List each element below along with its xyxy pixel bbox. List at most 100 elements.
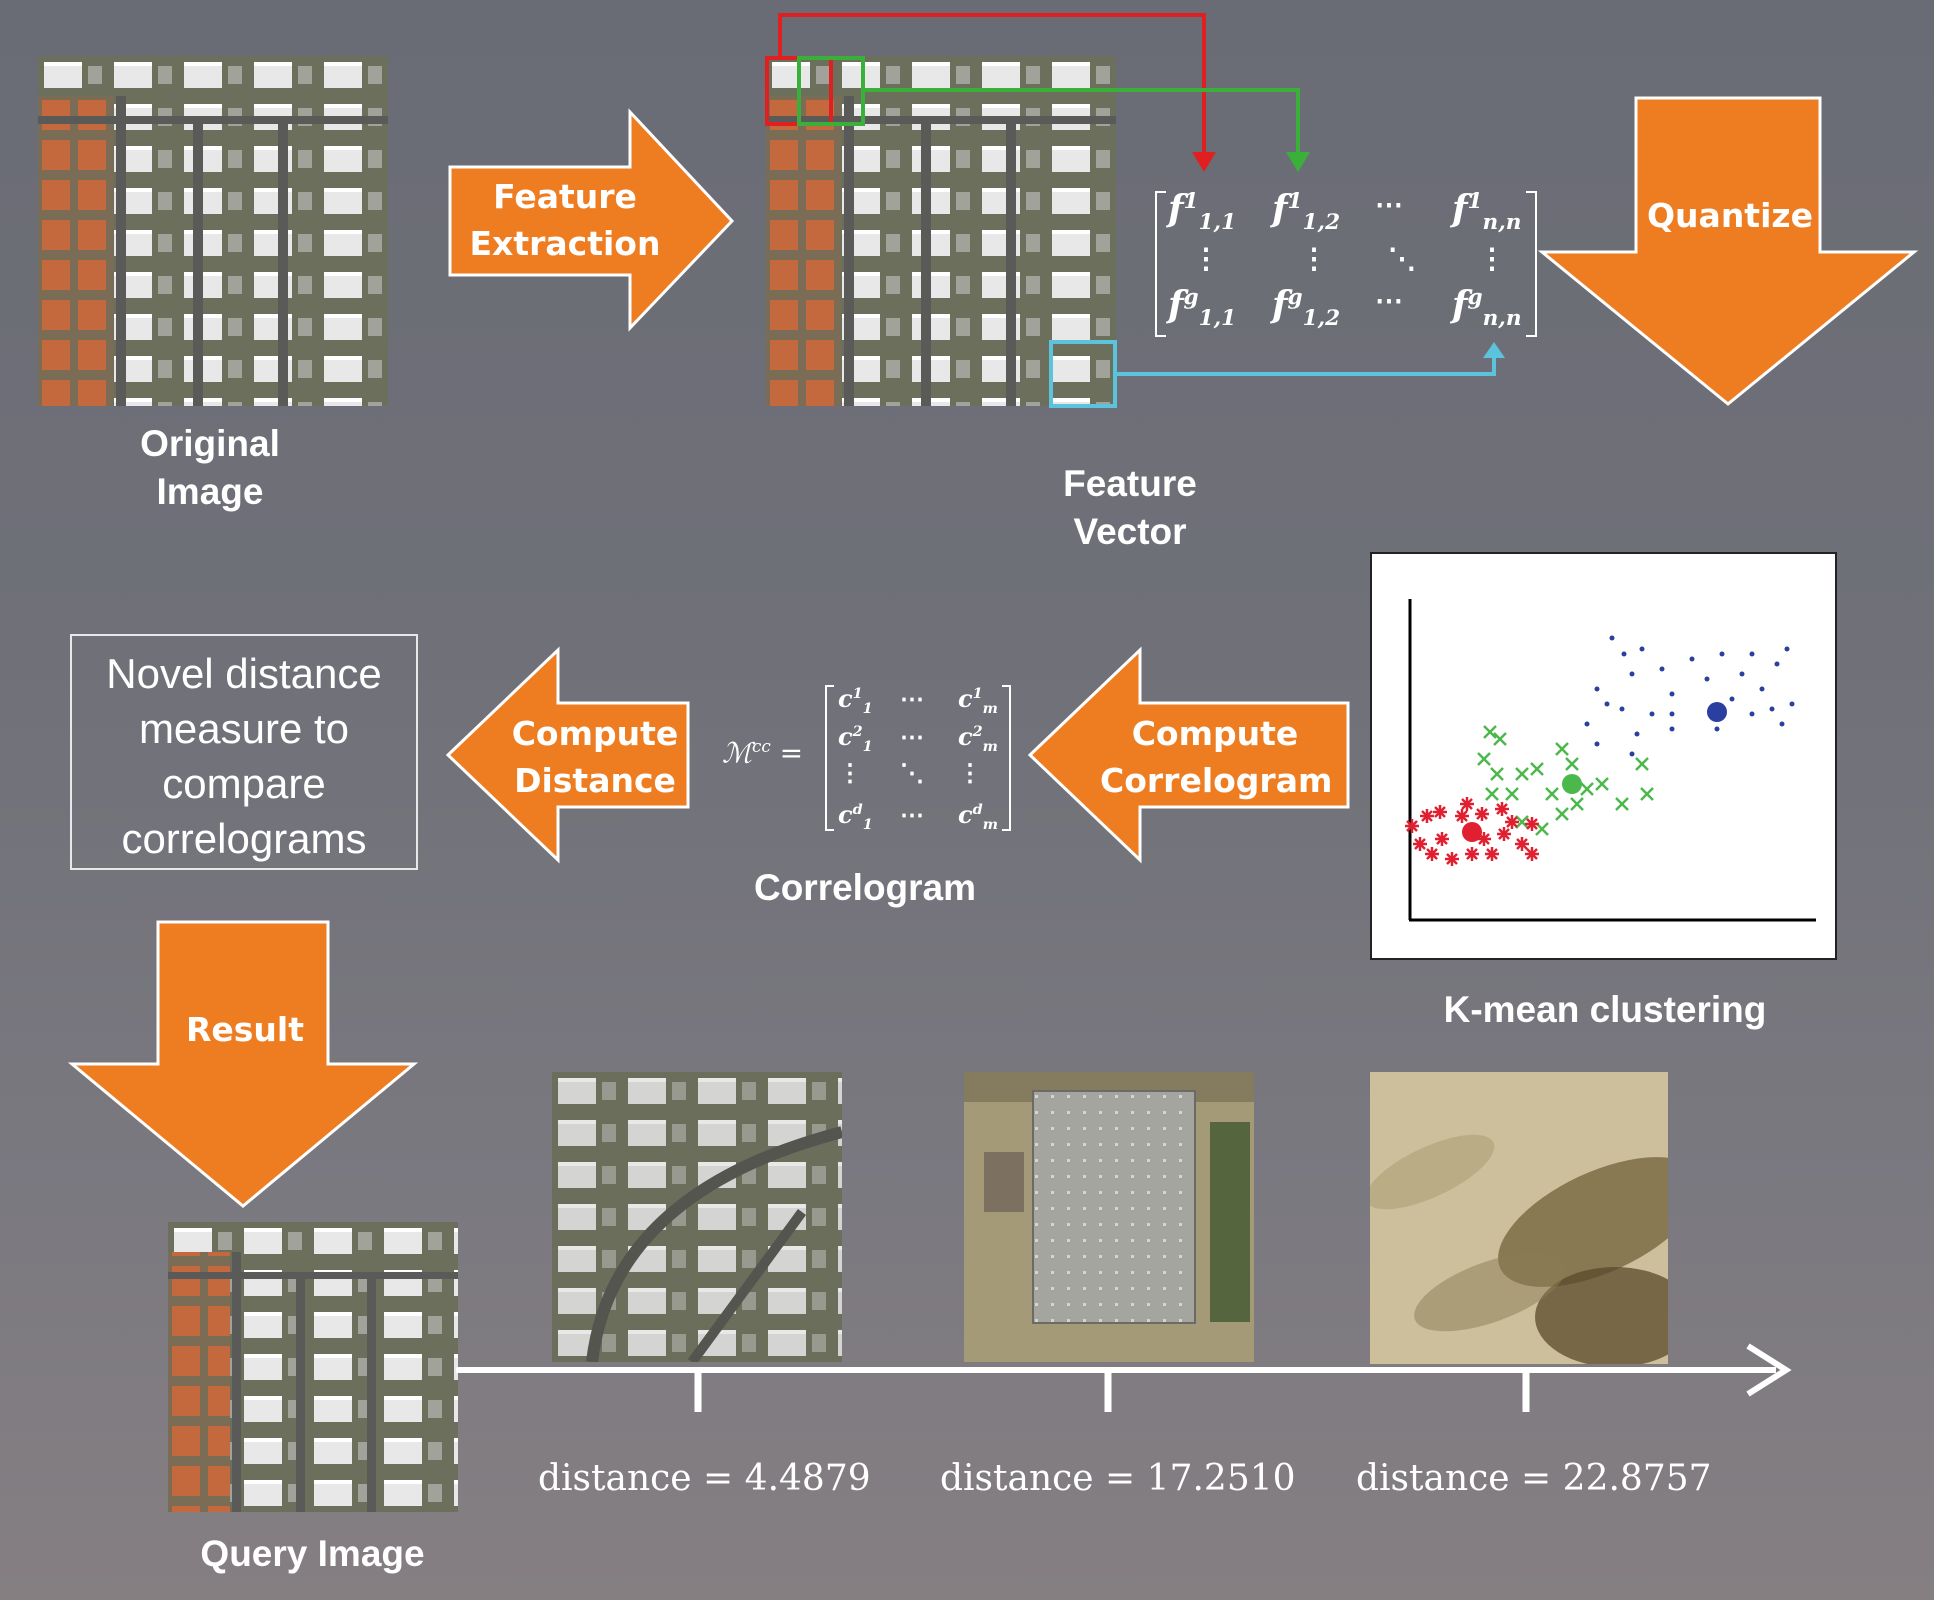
blue-point	[1784, 646, 1790, 652]
query-image-label: Query Image	[200, 1533, 425, 1574]
kmeans-scatter	[1405, 599, 1816, 922]
blue-point	[1714, 726, 1720, 732]
matrix-vdots-2: ⋮	[1300, 242, 1328, 275]
distance-label-3: distance = 22.8757	[1356, 1458, 1712, 1499]
query-image	[168, 1222, 458, 1512]
feature-vector-label: Feature Vector	[1063, 463, 1197, 552]
green-point	[1555, 742, 1569, 756]
correlogram-label: Correlogram	[753, 867, 977, 908]
feature-extraction-arrow	[448, 108, 735, 332]
aerial-warehouse-graphic	[964, 1072, 1254, 1362]
correlogram-cell: c1m	[958, 684, 998, 717]
matrix-cell-fgnn: fgn,n	[1452, 284, 1522, 332]
correlogram-lhs: ℳcc =	[722, 736, 804, 770]
correlogram-cell: c21	[838, 722, 873, 755]
blue-point	[1779, 721, 1785, 727]
result-image-2	[964, 1072, 1254, 1362]
matrix-cell-f11: f11,1	[1168, 188, 1237, 236]
green-point	[1615, 797, 1629, 811]
correlogram-cell: ⋯	[900, 684, 924, 713]
green-arrowhead	[1286, 152, 1310, 172]
red-point	[1413, 837, 1427, 851]
aerial-curved-residential-graphic	[552, 1072, 842, 1362]
red-point	[1515, 837, 1529, 851]
green-point	[1580, 782, 1594, 796]
blue-point	[1629, 751, 1635, 757]
blue-point	[1759, 686, 1765, 692]
original-image	[38, 56, 388, 406]
blue-point	[1594, 686, 1600, 692]
matrix-ddots: ⋱	[1388, 242, 1416, 275]
novel-distance-box: Novel distance measure to compare correl…	[70, 634, 418, 870]
result-label: Result	[185, 1010, 304, 1049]
blue-point	[1649, 711, 1655, 717]
compute-distance-arrow	[445, 646, 690, 864]
matrix-cell-f12: f11,2	[1272, 188, 1341, 236]
cyan-connector	[1115, 352, 1496, 376]
blue-point	[1774, 661, 1780, 667]
aerial-residential-graphic	[766, 56, 1116, 406]
blue-point	[1719, 651, 1725, 657]
red-point	[1455, 809, 1469, 823]
green-point	[1530, 762, 1544, 776]
green-point	[1570, 797, 1584, 811]
green-point	[1485, 787, 1499, 801]
matrix-cell-dots-1: ⋯	[1375, 188, 1403, 221]
distance-label-2: distance = 17.2510	[940, 1458, 1296, 1499]
correlogram-brackets	[825, 685, 1011, 831]
green-point	[1545, 787, 1559, 801]
red-point	[1505, 815, 1519, 829]
red-point	[1435, 832, 1449, 846]
red-point	[1497, 827, 1511, 841]
red-arrowhead	[1192, 152, 1216, 172]
compute-correlogram-label: Compute Correlogram	[1100, 714, 1333, 800]
quantize-arrow	[1537, 96, 1919, 406]
blue-point	[1789, 701, 1795, 707]
blue-point	[1739, 671, 1745, 677]
blue-point	[1634, 731, 1640, 737]
aerial-residential-graphic	[168, 1222, 458, 1512]
blue-point	[1704, 676, 1710, 682]
red-point	[1445, 852, 1459, 866]
correlogram-cell: ⋯	[900, 800, 924, 829]
red-point	[1420, 809, 1434, 823]
red-point	[1425, 847, 1439, 861]
blue-point	[1619, 706, 1625, 712]
red-centroid	[1462, 822, 1482, 842]
green-point	[1515, 815, 1529, 829]
correlogram-cell: ⋱	[900, 758, 924, 787]
green-point	[1483, 725, 1497, 739]
blue-point	[1749, 651, 1755, 657]
blue-point	[1769, 706, 1775, 712]
blue-centroid	[1707, 702, 1727, 722]
feature-connectors	[765, 13, 1505, 408]
red-point	[1405, 819, 1419, 833]
correlogram-cell: ⋯	[900, 722, 924, 751]
blue-point	[1689, 656, 1695, 662]
green-point	[1477, 752, 1491, 766]
original-image-label: Original Image	[140, 423, 280, 512]
red-point	[1495, 802, 1509, 816]
matrix-cell-fg11: fg1,1	[1168, 284, 1237, 332]
blue-point	[1669, 691, 1675, 697]
green-point	[1515, 767, 1529, 781]
result-image-3	[1370, 1072, 1668, 1364]
correlogram-cell: cd1	[838, 800, 873, 833]
kmeans-plot	[1370, 552, 1837, 960]
blue-point	[1729, 696, 1735, 702]
aerial-desert-graphic	[1370, 1072, 1668, 1364]
correlogram-cell: cdm	[958, 800, 998, 833]
green-point	[1565, 757, 1579, 771]
matrix-cell-dots-3: ⋯	[1375, 284, 1403, 317]
matrix-cell-fg12: fg1,2	[1272, 284, 1341, 332]
distance-axis	[456, 1343, 1792, 1412]
red-point	[1433, 805, 1447, 819]
red-point	[1460, 797, 1474, 811]
correlogram-cell: ⋮	[958, 758, 982, 787]
distance-label-1: distance = 4.4879	[538, 1458, 871, 1499]
green-point	[1640, 787, 1654, 801]
blue-point	[1629, 671, 1635, 677]
green-point	[1595, 777, 1609, 791]
blue-point	[1621, 651, 1627, 657]
red-point	[1465, 847, 1479, 861]
